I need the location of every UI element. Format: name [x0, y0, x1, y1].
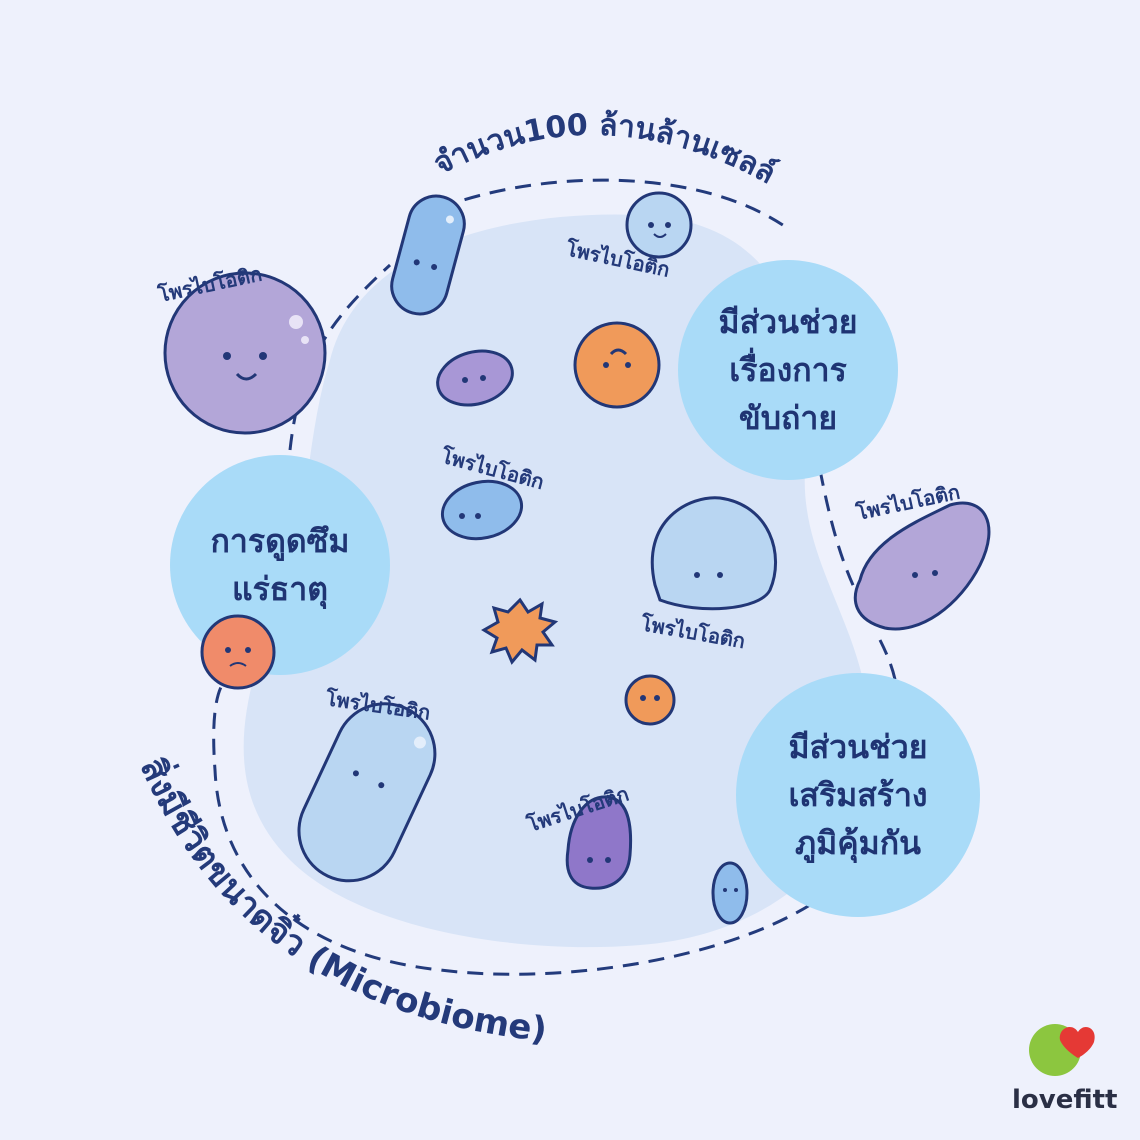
- probiotic-purple-round-cell: [163, 271, 327, 435]
- benefit-circle-immunity: [736, 673, 980, 917]
- probiotic-purple-kidney: [853, 501, 991, 631]
- probiotic-small-blue-pill: [711, 861, 749, 925]
- brand-name: lovefitt: [1012, 1085, 1118, 1115]
- benefit-text-absorption: การดูดซึม แร่ธาตุ: [210, 522, 350, 608]
- probiotic-blue-capsule: [390, 194, 466, 316]
- probiotic-blue-dome-cell: [650, 496, 778, 611]
- probiotic-blue-bean: [440, 479, 524, 541]
- lovefitt-logo-icon: [1029, 1024, 1095, 1076]
- probiotic-large-blue-capsule: [297, 702, 437, 883]
- probiotic-small-purple-bean: [436, 349, 514, 407]
- orange-round-cell: [573, 321, 661, 409]
- orange-angry-cell: [200, 614, 276, 690]
- benefit-circle-excretion: [678, 260, 898, 480]
- probiotic-small-blue-cell: [625, 191, 693, 259]
- probiotic-purple-pear: [565, 795, 633, 890]
- benefit-text-immunity: มีส่วนช่วย เสริมสร้าง ภูมิคุ้มกัน: [788, 728, 928, 862]
- benefit-text-excretion: มีส่วนช่วย เรื่องการ ขับถ่าย: [718, 303, 858, 437]
- orange-spiky-cell: [481, 597, 559, 665]
- orange-small-cell: [624, 674, 676, 726]
